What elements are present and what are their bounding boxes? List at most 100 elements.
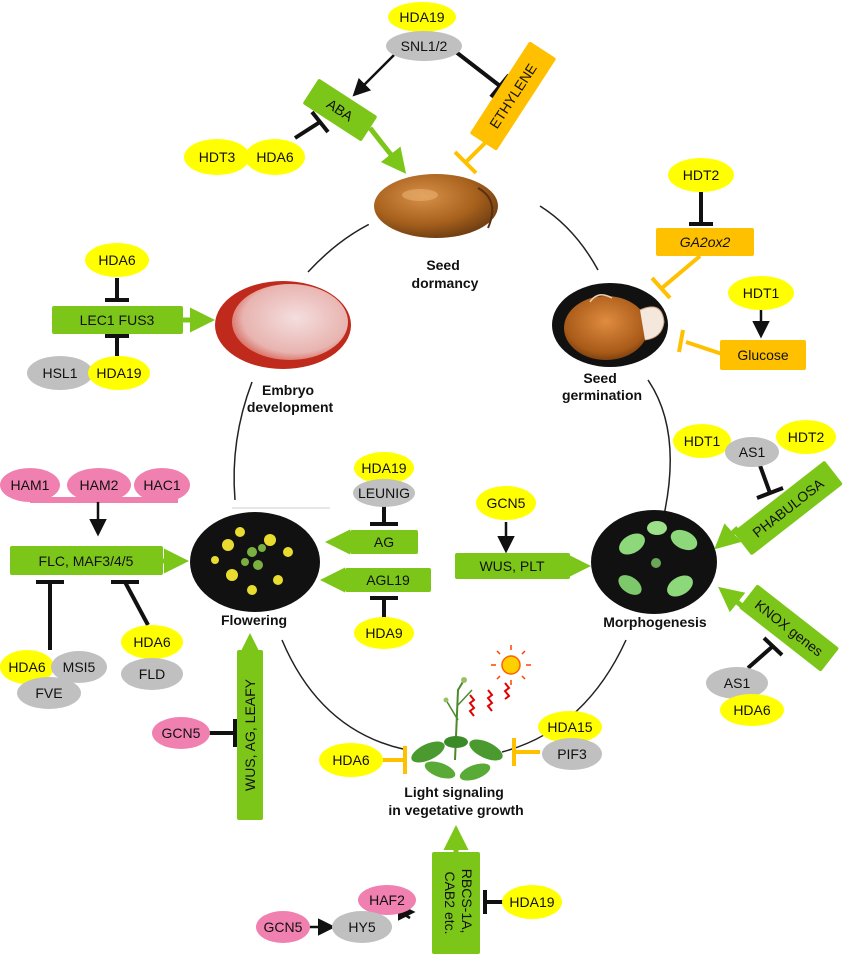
svg-text:HDT3: HDT3	[199, 149, 236, 165]
svg-text:HDA15: HDA15	[547, 719, 592, 735]
box-wus-ag-leafy: WUS, AG, LEAFY	[237, 650, 263, 820]
node-hda6-knox: HDA6	[720, 694, 784, 726]
svg-text:AGL19: AGL19	[366, 572, 410, 588]
node-haf2: HAF2	[358, 885, 416, 915]
svg-text:HDA19: HDA19	[361, 460, 406, 476]
stage-label-flowering: Flowering	[221, 612, 287, 628]
svg-text:FLC, MAF3/4/5: FLC, MAF3/4/5	[39, 553, 134, 569]
node-as1-bottom: AS1	[706, 667, 768, 699]
box-ag: AG	[350, 530, 418, 554]
svg-text:GCN5: GCN5	[264, 919, 303, 935]
svg-text:HDT2: HDT2	[683, 167, 720, 183]
stage-label-light-signaling: Light signaling in vegetative growth	[388, 784, 523, 818]
box-lec1-fus3: LEC1 FUS3	[52, 306, 183, 334]
box-phabulosa: PHABULOSA	[733, 461, 843, 555]
node-hda19-embryo: HDA19	[88, 356, 150, 390]
svg-text:HAC1: HAC1	[143, 477, 181, 493]
node-gcn5-hy5: GCN5	[256, 911, 310, 943]
node-leunig: LEUNIG	[353, 479, 415, 507]
svg-text:KNOX genes: KNOX genes	[752, 597, 826, 660]
box-agl19: AGL19	[345, 568, 431, 592]
svg-text:HDT2: HDT2	[788, 429, 825, 445]
plant-image	[411, 677, 503, 781]
svg-text:HAM1: HAM1	[11, 477, 50, 493]
node-hda6-aba: HDA6	[245, 139, 305, 175]
box-ethylene: ETHYLENE	[470, 41, 556, 151]
stage-label-morphogenesis: Morphogenesis	[603, 614, 707, 630]
node-gcn5-flowering: GCN5	[152, 717, 210, 749]
svg-text:HSL1: HSL1	[42, 365, 77, 381]
germinating-seed-image	[552, 283, 668, 367]
svg-text:FLD: FLD	[139, 666, 165, 682]
box-glucose: Glucose	[720, 340, 806, 370]
node-hda19-ag: HDA19	[354, 452, 414, 484]
embryo-image	[215, 281, 351, 369]
box-wus-plt: WUS, PLT	[455, 553, 570, 579]
svg-text:HDA19: HDA19	[399, 9, 444, 25]
svg-text:HDA19: HDA19	[96, 365, 141, 381]
node-msi5: MSI5	[51, 651, 107, 683]
stage-label-seed-dormancy: Seed dormancy	[412, 257, 479, 291]
node-fve: FVE	[17, 677, 81, 709]
box-ga2ox2: GA2ox2	[656, 228, 754, 256]
svg-text:HDA6: HDA6	[133, 634, 171, 650]
node-ham2: HAM2	[67, 468, 131, 502]
svg-text:HDA6: HDA6	[98, 252, 136, 268]
node-hda15: HDA15	[538, 711, 602, 743]
svg-text:WUS, PLT: WUS, PLT	[479, 558, 545, 574]
node-hsl1: HSL1	[27, 356, 93, 390]
svg-text:GCN5: GCN5	[162, 725, 201, 741]
svg-text:HAF2: HAF2	[369, 892, 405, 908]
svg-text:HDA19: HDA19	[509, 894, 554, 910]
flower-image	[190, 512, 320, 612]
svg-text:MSI5: MSI5	[63, 659, 96, 675]
svg-text:HDA6: HDA6	[733, 702, 771, 718]
svg-text:HAM2: HAM2	[80, 477, 119, 493]
svg-text:LEUNIG: LEUNIG	[358, 485, 410, 501]
node-hdt2-ga: HDT2	[668, 158, 734, 192]
node-ham1: HAM1	[0, 468, 60, 502]
stage-label-seed-germination: Seed germination	[562, 370, 642, 403]
svg-text:HDA6: HDA6	[256, 149, 294, 165]
node-hdt1-as1: HDT1	[673, 424, 731, 458]
box-rbcs-cab2: RBCS-1A, CAB2 etc.	[432, 852, 480, 954]
svg-text:WUS, AG, LEAFY: WUS, AG, LEAFY	[242, 678, 258, 791]
node-hdt1-glucose: HDT1	[728, 276, 794, 310]
svg-text:HDA9: HDA9	[365, 625, 403, 641]
svg-text:HDA6: HDA6	[332, 752, 370, 768]
node-hdt3: HDT3	[184, 139, 250, 175]
node-hda6-embryo: HDA6	[85, 243, 149, 277]
sun-icon	[491, 645, 531, 685]
svg-text:GA2ox2: GA2ox2	[680, 234, 731, 250]
node-hac1: HAC1	[134, 468, 190, 502]
seed-image	[364, 173, 508, 249]
light-ray-icons	[468, 682, 511, 717]
node-as1-top: AS1	[725, 437, 779, 467]
stage-label-embryo-development: Embryo development	[247, 382, 334, 415]
node-hdt2-as1: HDT2	[776, 420, 836, 454]
svg-text:PHABULOSA: PHABULOSA	[749, 475, 827, 541]
node-fld: FLD	[121, 658, 183, 690]
box-flc-maf: FLC, MAF3/4/5	[10, 546, 163, 575]
node-pif3: PIF3	[542, 738, 602, 770]
node-hda9: HDA9	[354, 617, 414, 649]
node-hy5: HY5	[332, 911, 392, 943]
svg-text:HDT1: HDT1	[684, 433, 721, 449]
svg-text:HDT1: HDT1	[743, 285, 780, 301]
node-hda6-fld: HDA6	[121, 625, 183, 659]
svg-text:AG: AG	[374, 534, 394, 550]
box-aba: ABA	[303, 79, 377, 141]
node-hda6-light: HDA6	[319, 743, 383, 777]
svg-text:GCN5: GCN5	[487, 495, 526, 511]
svg-text:Glucose: Glucose	[737, 347, 789, 363]
svg-text:AS1: AS1	[739, 444, 766, 460]
svg-text:HY5: HY5	[348, 919, 375, 935]
svg-text:AS1: AS1	[724, 675, 751, 691]
svg-text:FVE: FVE	[35, 685, 62, 701]
node-hda19-top: HDA19	[388, 2, 456, 32]
svg-text:LEC1 FUS3: LEC1 FUS3	[80, 312, 155, 328]
node-hda6-fve: HDA6	[0, 650, 54, 684]
node-gcn5-wus: GCN5	[476, 486, 536, 520]
seedling-image	[591, 510, 717, 614]
